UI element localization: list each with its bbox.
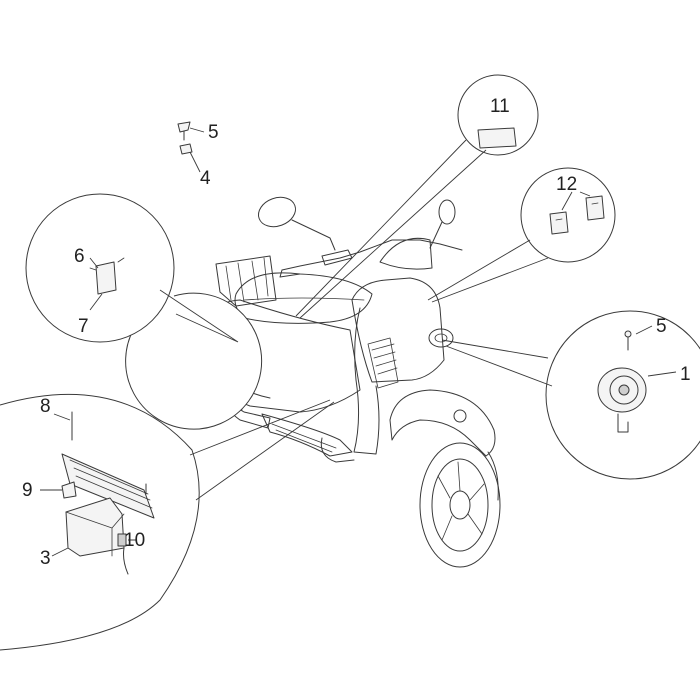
- label-7: 7: [78, 316, 89, 337]
- part-1-horn: [597, 325, 677, 433]
- relay-b: [585, 195, 605, 221]
- rear-wheel-arc: [320, 437, 355, 463]
- leader-12: [561, 191, 591, 211]
- leader-part-12: [427, 239, 549, 303]
- grille-slots: [371, 343, 398, 375]
- part-number-labels: 5 4 6 7 11 12 5 1 8 9 10 3: [22, 96, 691, 569]
- leader-battery: [189, 399, 335, 501]
- left-mirror: [258, 196, 296, 228]
- battery-edges: [65, 511, 125, 557]
- leg-shield-edge: [353, 307, 380, 455]
- headset: [379, 237, 433, 270]
- front-fork: [487, 451, 499, 501]
- leader-lines: [159, 139, 553, 501]
- front-hub: [449, 490, 471, 520]
- part-11-fuse: [477, 127, 517, 149]
- nut: [179, 143, 193, 155]
- horn-center: [618, 384, 630, 396]
- leader-6-7: [89, 257, 103, 311]
- regulator-body: [95, 261, 117, 295]
- battery-strap-ribs: [69, 459, 153, 509]
- leader-4-5: [189, 127, 205, 173]
- leader-battery-parts: [40, 413, 136, 557]
- callout-relay-circle: [125, 292, 263, 430]
- leader-horn: [441, 339, 553, 387]
- relay-a-pins: [555, 218, 563, 221]
- front-shield: [351, 277, 445, 383]
- leader-horn-parts: [635, 325, 677, 377]
- horn-face: [609, 375, 639, 405]
- callout-circle-12: [520, 167, 616, 263]
- left-grip: [279, 269, 301, 278]
- battery-strap: [61, 453, 155, 519]
- part-12-relays: [549, 191, 605, 235]
- fuse-block: [477, 127, 517, 149]
- relay-b-pins: [591, 202, 599, 205]
- front-tire: [419, 442, 501, 568]
- label-5-right: 5: [656, 316, 667, 337]
- regulator-pins: [89, 257, 125, 271]
- label-5-top: 5: [208, 122, 219, 143]
- part-10-terminal: [117, 533, 127, 547]
- screw-head: [177, 121, 191, 133]
- right-mirror-stem: [429, 221, 443, 249]
- floor-ribs: [271, 423, 337, 453]
- label-12: 12: [556, 174, 577, 195]
- right-mirror: [438, 199, 456, 225]
- horn-cover-inner: [434, 333, 448, 343]
- callout-circle-11: [457, 74, 539, 156]
- leader-relay-left: [159, 289, 239, 343]
- relay-a: [549, 211, 569, 235]
- callout-circles: [0, 74, 700, 651]
- fender-badge: [453, 409, 467, 423]
- part-4-5-screw-nut: [177, 121, 205, 173]
- seat-seam: [243, 297, 365, 301]
- leader-part-11: [295, 139, 487, 319]
- part-9-clip: [61, 481, 77, 499]
- handlebar: [281, 239, 463, 271]
- carrier-bars: [225, 257, 269, 303]
- label-8: 8: [40, 396, 51, 417]
- battery-cable: [123, 547, 129, 575]
- front-fender: [389, 389, 496, 457]
- label-1: 1: [680, 364, 691, 385]
- horn-bracket: [617, 413, 629, 433]
- label-4: 4: [200, 168, 211, 189]
- label-9: 9: [22, 480, 33, 501]
- rear-carrier: [215, 255, 277, 307]
- part-battery-group: [40, 411, 155, 575]
- front-grille: [367, 337, 399, 389]
- label-11: 11: [490, 96, 510, 117]
- floorboard: [261, 413, 353, 457]
- label-3: 3: [40, 548, 51, 569]
- rim-spokes: [437, 461, 485, 541]
- left-mirror-stem: [291, 219, 336, 251]
- part-6-7-regulator: [89, 257, 125, 311]
- label-6: 6: [74, 246, 85, 267]
- horn-screw-head: [624, 330, 632, 338]
- label-10: 10: [124, 530, 145, 551]
- front-rim: [431, 458, 489, 552]
- horn-cover: [428, 328, 454, 348]
